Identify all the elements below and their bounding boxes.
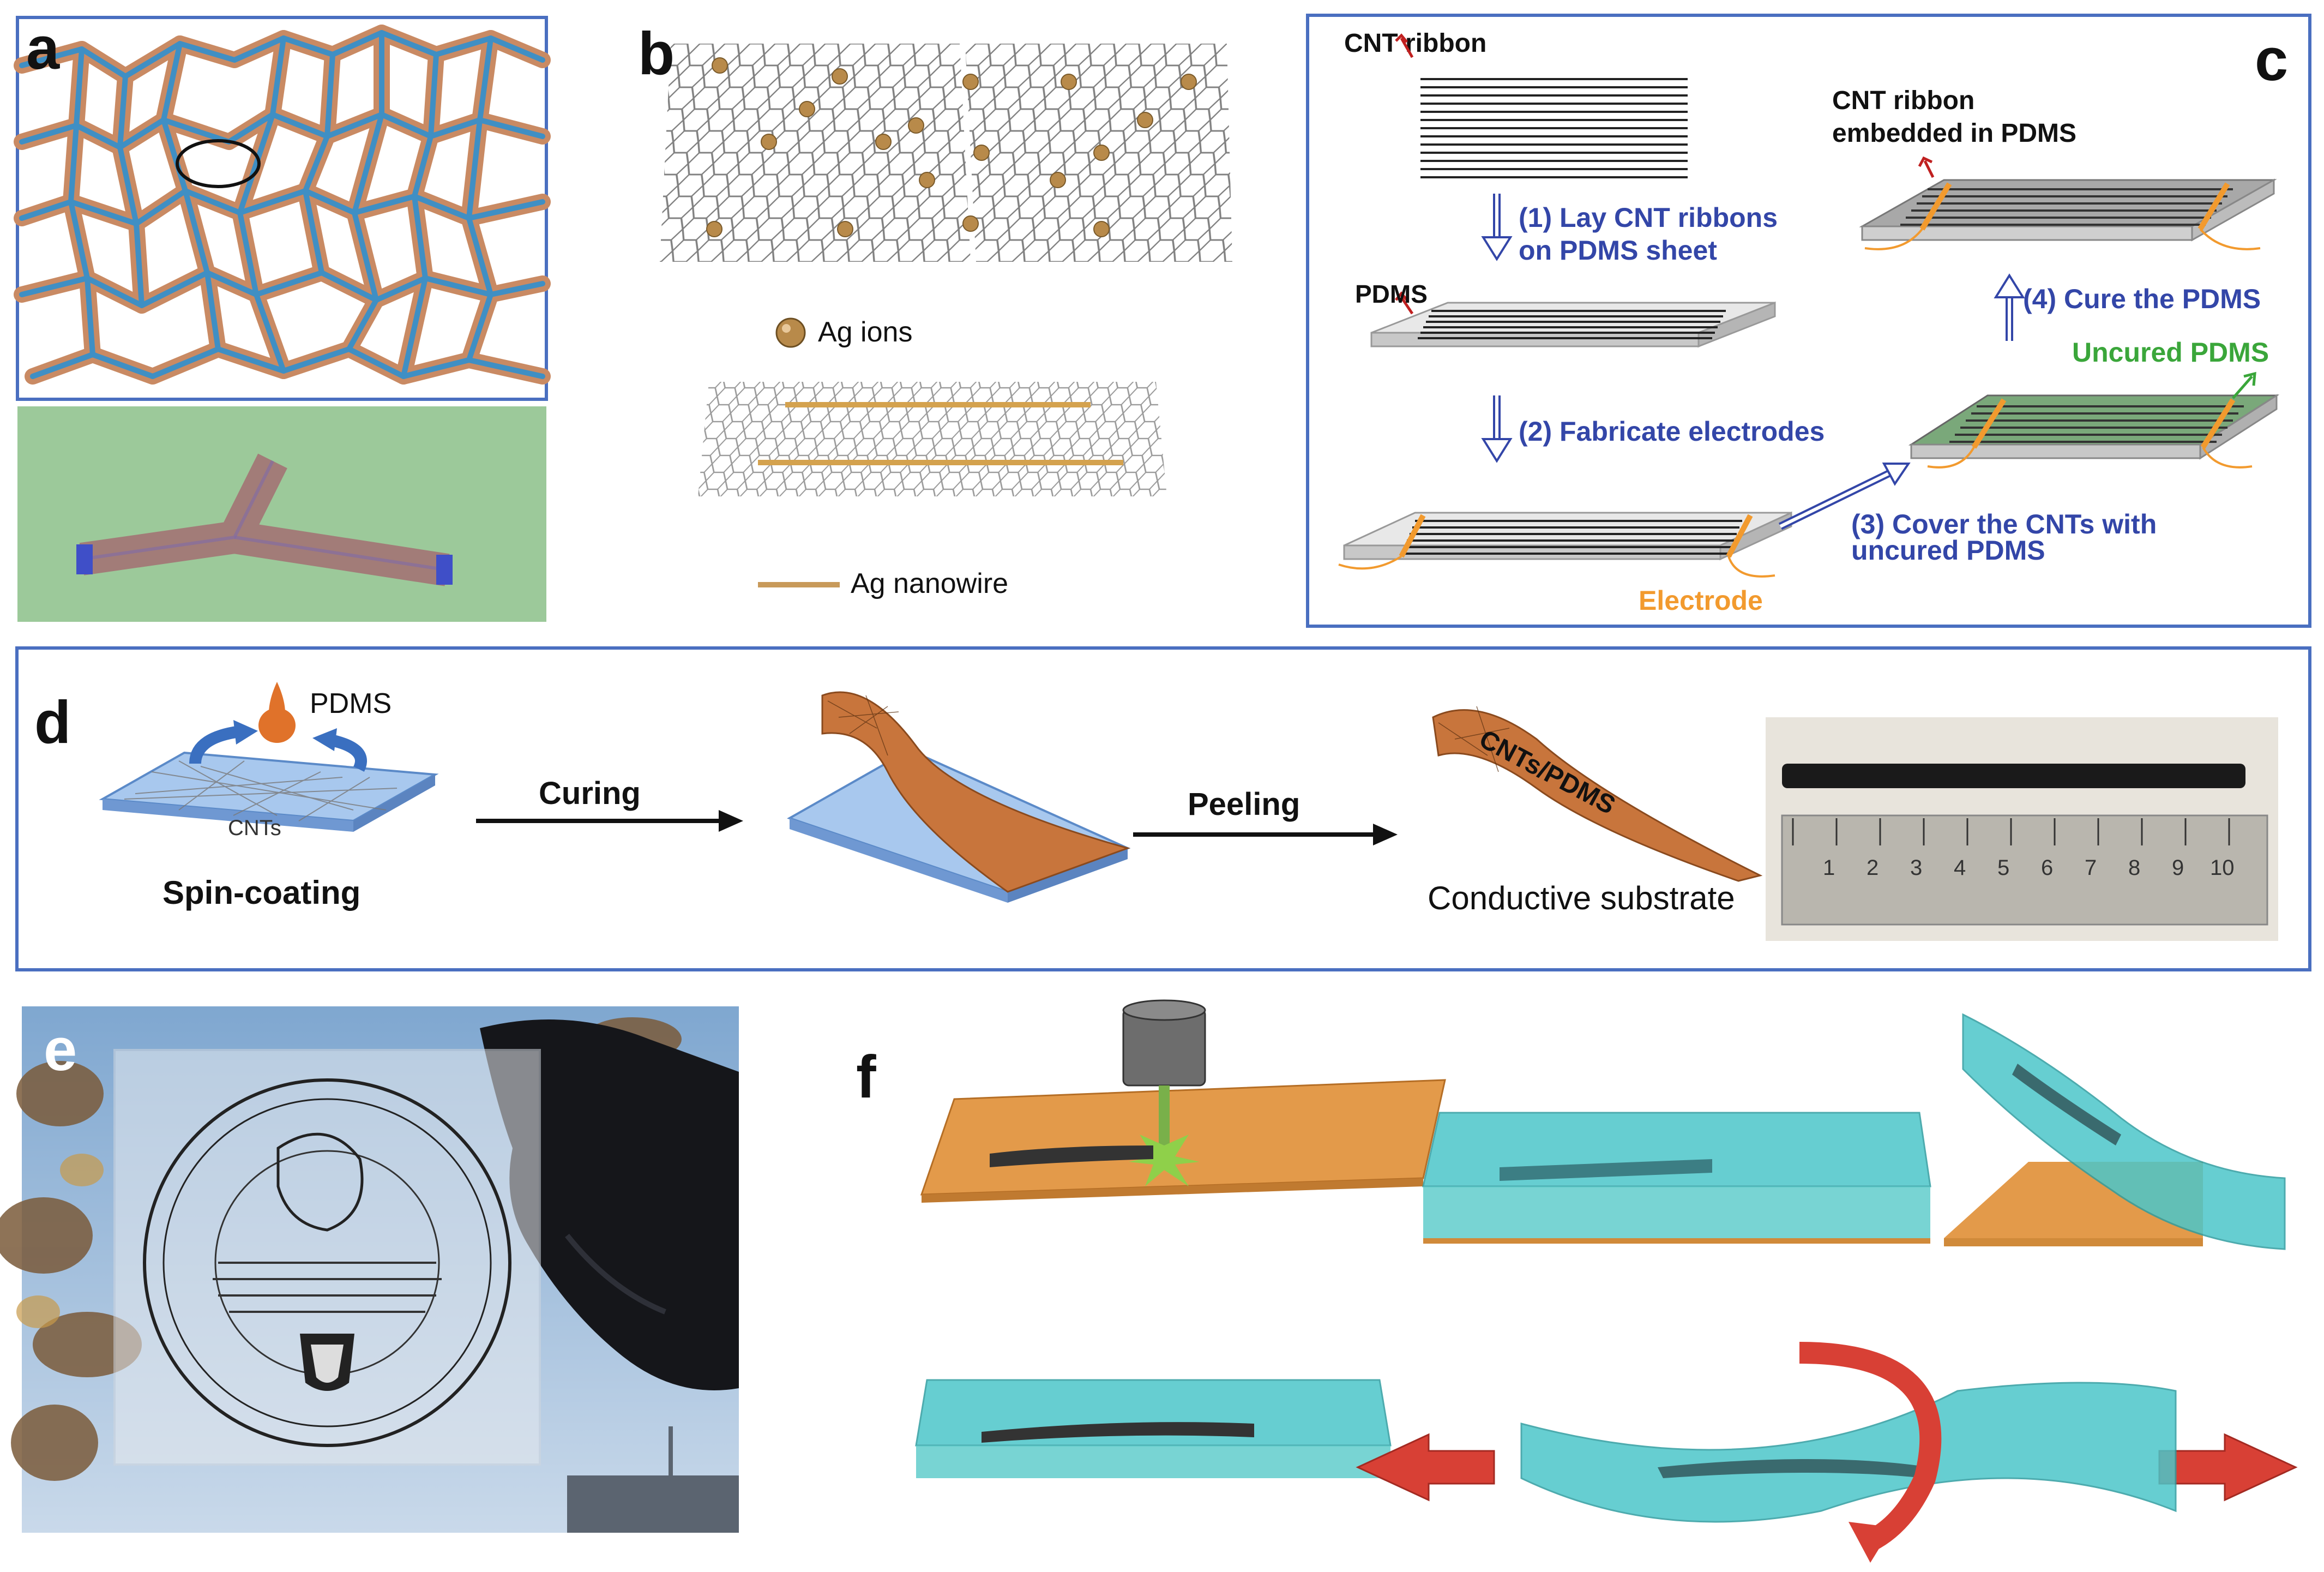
panel-label-c: c — [2255, 26, 2289, 93]
transparent-film-photo — [0, 1006, 739, 1533]
ruler-tick-6: 6 — [2041, 856, 2054, 880]
panel-d: d — [15, 646, 2314, 974]
ruler-tick-3: 3 — [1910, 856, 1923, 880]
ruler-tick-9: 9 — [2172, 856, 2184, 880]
step3-line1: (3) Cover the CNTs with — [1851, 509, 2157, 539]
ruler-tick-2: 2 — [1867, 856, 1879, 880]
panel-f: f — [840, 998, 2312, 1565]
curing-label: Curing — [539, 776, 641, 811]
panel-label-b: b — [638, 20, 675, 87]
ag-nanowire-label: Ag nanowire — [851, 568, 1009, 599]
electrode-label: Electrode — [1639, 585, 1763, 616]
panel-label-d: d — [34, 689, 71, 756]
crack-network-diagram — [14, 16, 551, 401]
ruler-tick-10: 10 — [2210, 856, 2235, 880]
cnt-ribbon-embedded-line2: embedded in PDMS — [1832, 119, 2077, 148]
cnt-ribbon-stack — [1338, 33, 2280, 578]
panel-label-e: e — [44, 1016, 77, 1083]
spin-coating-diagram — [99, 682, 2278, 941]
cnt-ribbon-embedded-line1: CNT ribbon — [1832, 86, 1975, 115]
panel-e: e — [0, 1006, 739, 1533]
ag-ion-legend-icon — [775, 317, 806, 348]
junction-closeup — [17, 406, 546, 622]
panel-a: a — [0, 0, 556, 627]
panel-b: Ag ions Ag nanowire b — [589, 0, 1232, 627]
conductive-substrate-label: Conductive substrate — [1428, 880, 1735, 916]
laser-writing-process-diagram — [915, 999, 2298, 1563]
step1-line1: (1) Lay CNT ribbons — [1519, 202, 1778, 233]
step1-line2: on PDMS sheet — [1519, 235, 1717, 266]
step2-label: (2) Fabricate electrodes — [1519, 416, 1825, 447]
peeling-label: Peeling — [1188, 787, 1301, 822]
graphene-sheet-with-ag-ions — [660, 44, 1232, 262]
ruler-tick-8: 8 — [2128, 856, 2141, 880]
ag-nanowire-legend-icon — [758, 582, 840, 587]
spin-coating-label: Spin-coating — [162, 874, 361, 911]
graphene-sheet-with-ag-nanowires — [698, 382, 1167, 496]
cnt-ribbon-label: CNT ribbon — [1344, 29, 1487, 58]
ag-ions-label: Ag ions — [818, 316, 913, 348]
ruler-tick-7: 7 — [2085, 856, 2097, 880]
d-cnts-label: CNTs — [228, 816, 281, 840]
ruler-tick-5: 5 — [1997, 856, 2010, 880]
panel-c: CNT ribbon c — [1306, 14, 2315, 630]
panel-label-f: f — [856, 1043, 876, 1111]
step4-label: (4) Cure the PDMS — [2023, 284, 2261, 314]
uncured-pdms-label: Uncured PDMS — [2072, 337, 2269, 368]
panel-label-a: a — [26, 15, 60, 82]
pdms-label: PDMS — [1355, 280, 1428, 308]
ruler-tick-1: 1 — [1823, 856, 1835, 880]
d-pdms-label: PDMS — [310, 688, 392, 719]
ruler-tick-4: 4 — [1954, 856, 1966, 880]
step3-line2: uncured PDMS — [1851, 535, 2045, 566]
